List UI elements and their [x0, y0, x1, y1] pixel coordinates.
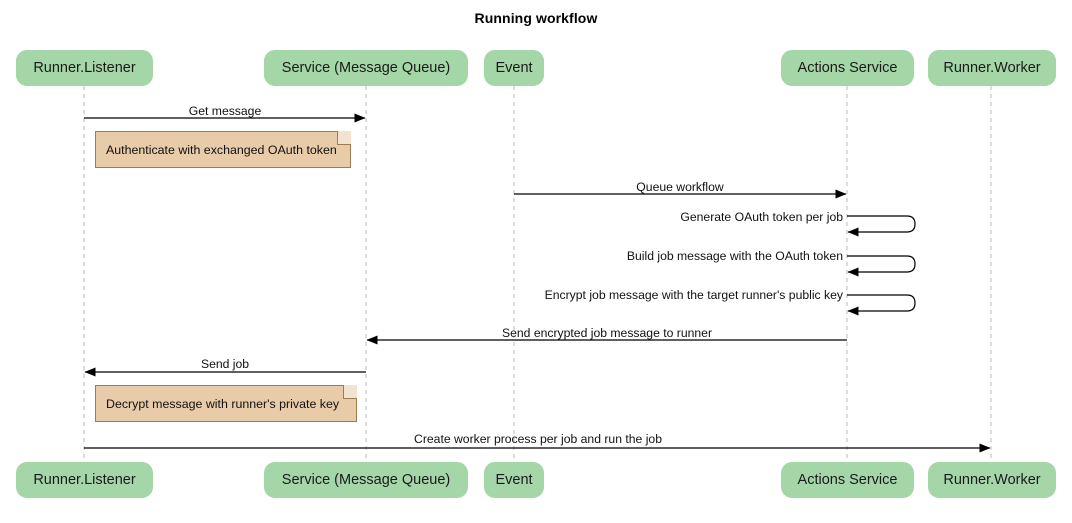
participant-event-top[interactable]: Event [484, 50, 544, 86]
participant-label: Event [495, 60, 533, 76]
message-label-send-encrypted-job-message-to-runner: Send encrypted job message to runner [501, 326, 713, 340]
note-text: Authenticate with exchanged OAuth token [106, 142, 337, 157]
arrows-group [84, 113, 991, 453]
participant-label: Runner.Worker [943, 472, 1041, 488]
message-label-build-job-message-with-the-oauth-token: Build job message with the OAuth token [626, 249, 843, 263]
note-authenticate: Authenticate with exchanged OAuth token [95, 131, 351, 168]
participant-actions-service-bottom[interactable]: Actions Service [781, 462, 914, 498]
participant-label: Runner.Listener [33, 60, 136, 76]
message-label-encrypt-job-message-with-the-target-runners-public-key: Encrypt job message with the target runn… [544, 288, 843, 302]
participant-runner-listener-bottom[interactable]: Runner.Listener [16, 462, 153, 498]
participant-runner-worker-bottom[interactable]: Runner.Worker [928, 462, 1056, 498]
participant-label: Actions Service [797, 60, 898, 76]
note-decrypt: Decrypt message with runner's private ke… [95, 385, 357, 422]
participant-service-message-queue-bottom[interactable]: Service (Message Queue) [264, 462, 468, 498]
message-label-create-worker-process-per-job-and-run-the-job: Create worker process per job and run th… [414, 432, 662, 446]
participant-label: Runner.Listener [33, 472, 136, 488]
participant-label: Service (Message Queue) [281, 472, 451, 488]
participant-label: Runner.Worker [943, 60, 1041, 76]
participant-event-bottom[interactable]: Event [484, 462, 544, 498]
note-fold-corner-icon [343, 385, 357, 399]
message-label-queue-workflow: Queue workflow [636, 180, 724, 194]
participant-service-message-queue-top[interactable]: Service (Message Queue) [264, 50, 468, 86]
note-text: Decrypt message with runner's private ke… [106, 396, 340, 411]
lifelines-group [83, 86, 992, 462]
participant-actions-service-top[interactable]: Actions Service [781, 50, 914, 86]
message-label-get-message: Get message [188, 104, 262, 118]
participant-runner-listener-top[interactable]: Runner.Listener [16, 50, 153, 86]
message-label-send-job: Send job [200, 357, 250, 371]
participant-label: Event [495, 472, 533, 488]
diagram-title: Running workflow [474, 10, 598, 26]
note-fold-corner-icon [337, 131, 351, 145]
self-message-generate-oauth-token-per-job [847, 215, 916, 237]
self-message-build-job-message-with-the-oauth-token [847, 255, 916, 277]
participant-label: Service (Message Queue) [281, 60, 451, 76]
self-message-encrypt-job-message-with-the-target-runners-public-key [847, 294, 916, 316]
message-label-generate-oauth-token-per-job: Generate OAuth token per job [680, 210, 843, 224]
participant-label: Actions Service [797, 472, 898, 488]
participant-runner-worker-top[interactable]: Runner.Worker [928, 50, 1056, 86]
